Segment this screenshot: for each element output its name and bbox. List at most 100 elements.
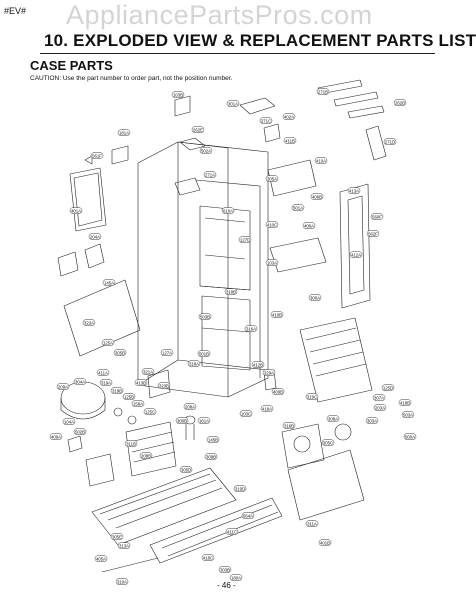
part-callout: 308A xyxy=(326,415,340,422)
callout-label: 309B xyxy=(206,454,216,459)
part-callout: 405A xyxy=(94,555,108,562)
callout-bubble xyxy=(141,368,155,375)
callout-bubble xyxy=(370,213,384,220)
part-callout: 319D xyxy=(233,485,247,492)
callout-label: 300B xyxy=(177,418,187,423)
part-callout: 103A xyxy=(265,259,279,266)
part-callout: 406B xyxy=(310,193,324,200)
callout-label: 501A xyxy=(293,205,303,210)
callout-bubble xyxy=(314,157,328,164)
part-callout: 161A xyxy=(197,417,211,424)
callout-label: 271C xyxy=(261,118,271,123)
callout-label: 127D xyxy=(240,237,250,242)
callout-bubble xyxy=(69,207,83,214)
part-callout: 319B xyxy=(110,387,124,394)
part-callout: 145B xyxy=(206,436,220,443)
callout-label: 271A xyxy=(205,172,215,177)
callout-label: 562F xyxy=(368,231,378,236)
part-callout: 319A xyxy=(99,379,113,386)
part-callout: 180A xyxy=(229,574,243,581)
callout-label: 308A xyxy=(328,416,338,421)
caution-note: CAUTION: Use the part number to order pa… xyxy=(30,75,233,82)
callout-bubble xyxy=(183,403,197,410)
callout-bubble xyxy=(265,259,279,266)
callout-label: 319D xyxy=(235,486,245,491)
callout-bubble xyxy=(203,171,217,178)
part-callout: 305C xyxy=(321,439,335,446)
callout-bubble xyxy=(187,360,201,367)
part-callout: 412A xyxy=(349,251,363,258)
callout-label: 411A xyxy=(98,370,108,375)
callout-label: 209A xyxy=(58,384,68,389)
callout-bubble xyxy=(122,393,136,400)
callout-label: 610A xyxy=(223,208,233,213)
callout-bubble xyxy=(233,485,247,492)
callout-label: 500A xyxy=(405,434,415,439)
callout-bubble xyxy=(102,279,116,286)
callout-bubble xyxy=(204,453,218,460)
callout-label: 412B xyxy=(253,362,263,367)
callout-label: 127A xyxy=(162,350,172,355)
callout-label: 502A xyxy=(201,148,211,153)
callout-bubble xyxy=(101,339,115,346)
callout-label: 158A xyxy=(133,401,143,406)
callout-bubble xyxy=(62,418,76,425)
callout-label: 305C xyxy=(323,440,333,445)
callout-label: 300A xyxy=(310,295,320,300)
cabinet-shell xyxy=(137,141,269,398)
part-callout: 503A xyxy=(401,411,415,418)
part-callout: 271B xyxy=(316,88,330,95)
callout-bubble xyxy=(82,319,96,326)
callout-label: 316A xyxy=(246,326,256,331)
callout-label: 411C xyxy=(227,529,237,534)
callout-bubble xyxy=(238,236,252,243)
callout-bubble xyxy=(124,440,138,447)
callout-bubble xyxy=(206,436,220,443)
callout-bubble xyxy=(401,411,415,418)
part-callout: 208B xyxy=(139,452,153,459)
callout-label: 503B xyxy=(200,314,210,319)
callout-bubble xyxy=(90,152,104,159)
callout-bubble xyxy=(259,117,273,124)
part-callout: 406A xyxy=(302,222,316,229)
callout-bubble xyxy=(225,528,239,535)
callout-label: 103A xyxy=(267,260,277,265)
part-callout: 503B xyxy=(198,313,212,320)
callout-label: 410C xyxy=(267,222,277,227)
callout-label: 412A xyxy=(351,252,361,257)
callout-label: 319A xyxy=(101,380,111,385)
callout-bubble xyxy=(73,428,87,435)
callout-label: 311A xyxy=(307,521,317,526)
callout-bubble xyxy=(291,204,305,211)
callout-bubble xyxy=(117,542,131,549)
callout-bubble xyxy=(218,566,232,573)
callout-bubble xyxy=(229,574,243,581)
callout-label: 418A xyxy=(262,406,272,411)
part-callout: 501B xyxy=(197,350,211,357)
callout-bubble xyxy=(197,350,211,357)
callout-label: 103C xyxy=(241,411,251,416)
part-callout: 125C xyxy=(143,408,157,415)
part-callout: 562F xyxy=(366,230,380,237)
part-callout: 401A xyxy=(69,207,83,214)
callout-label: 208B xyxy=(141,453,151,458)
callout-bubble xyxy=(305,393,319,400)
page-title: 10. EXPLODED VIEW & REPLACEMENT PARTS LI… xyxy=(44,31,476,50)
callout-label: 413A xyxy=(349,188,359,193)
callout-bubble xyxy=(265,221,279,228)
part-callout: 318A xyxy=(187,360,201,367)
callout-bubble xyxy=(365,417,379,424)
callout-label: 411B xyxy=(285,138,295,143)
part-callout: 501A xyxy=(291,204,305,211)
callout-bubble xyxy=(198,313,212,320)
callout-bubble xyxy=(398,399,412,406)
callout-bubble xyxy=(88,233,102,240)
part-callout: 303A xyxy=(365,417,379,424)
callout-bubble xyxy=(175,417,189,424)
callout-bubble xyxy=(117,129,131,136)
callout-label: 305D xyxy=(181,467,191,472)
callout-bubble xyxy=(201,554,215,561)
callout-bubble xyxy=(321,439,335,446)
callout-label: 561F xyxy=(92,153,102,158)
part-callout: 300A xyxy=(308,294,322,301)
